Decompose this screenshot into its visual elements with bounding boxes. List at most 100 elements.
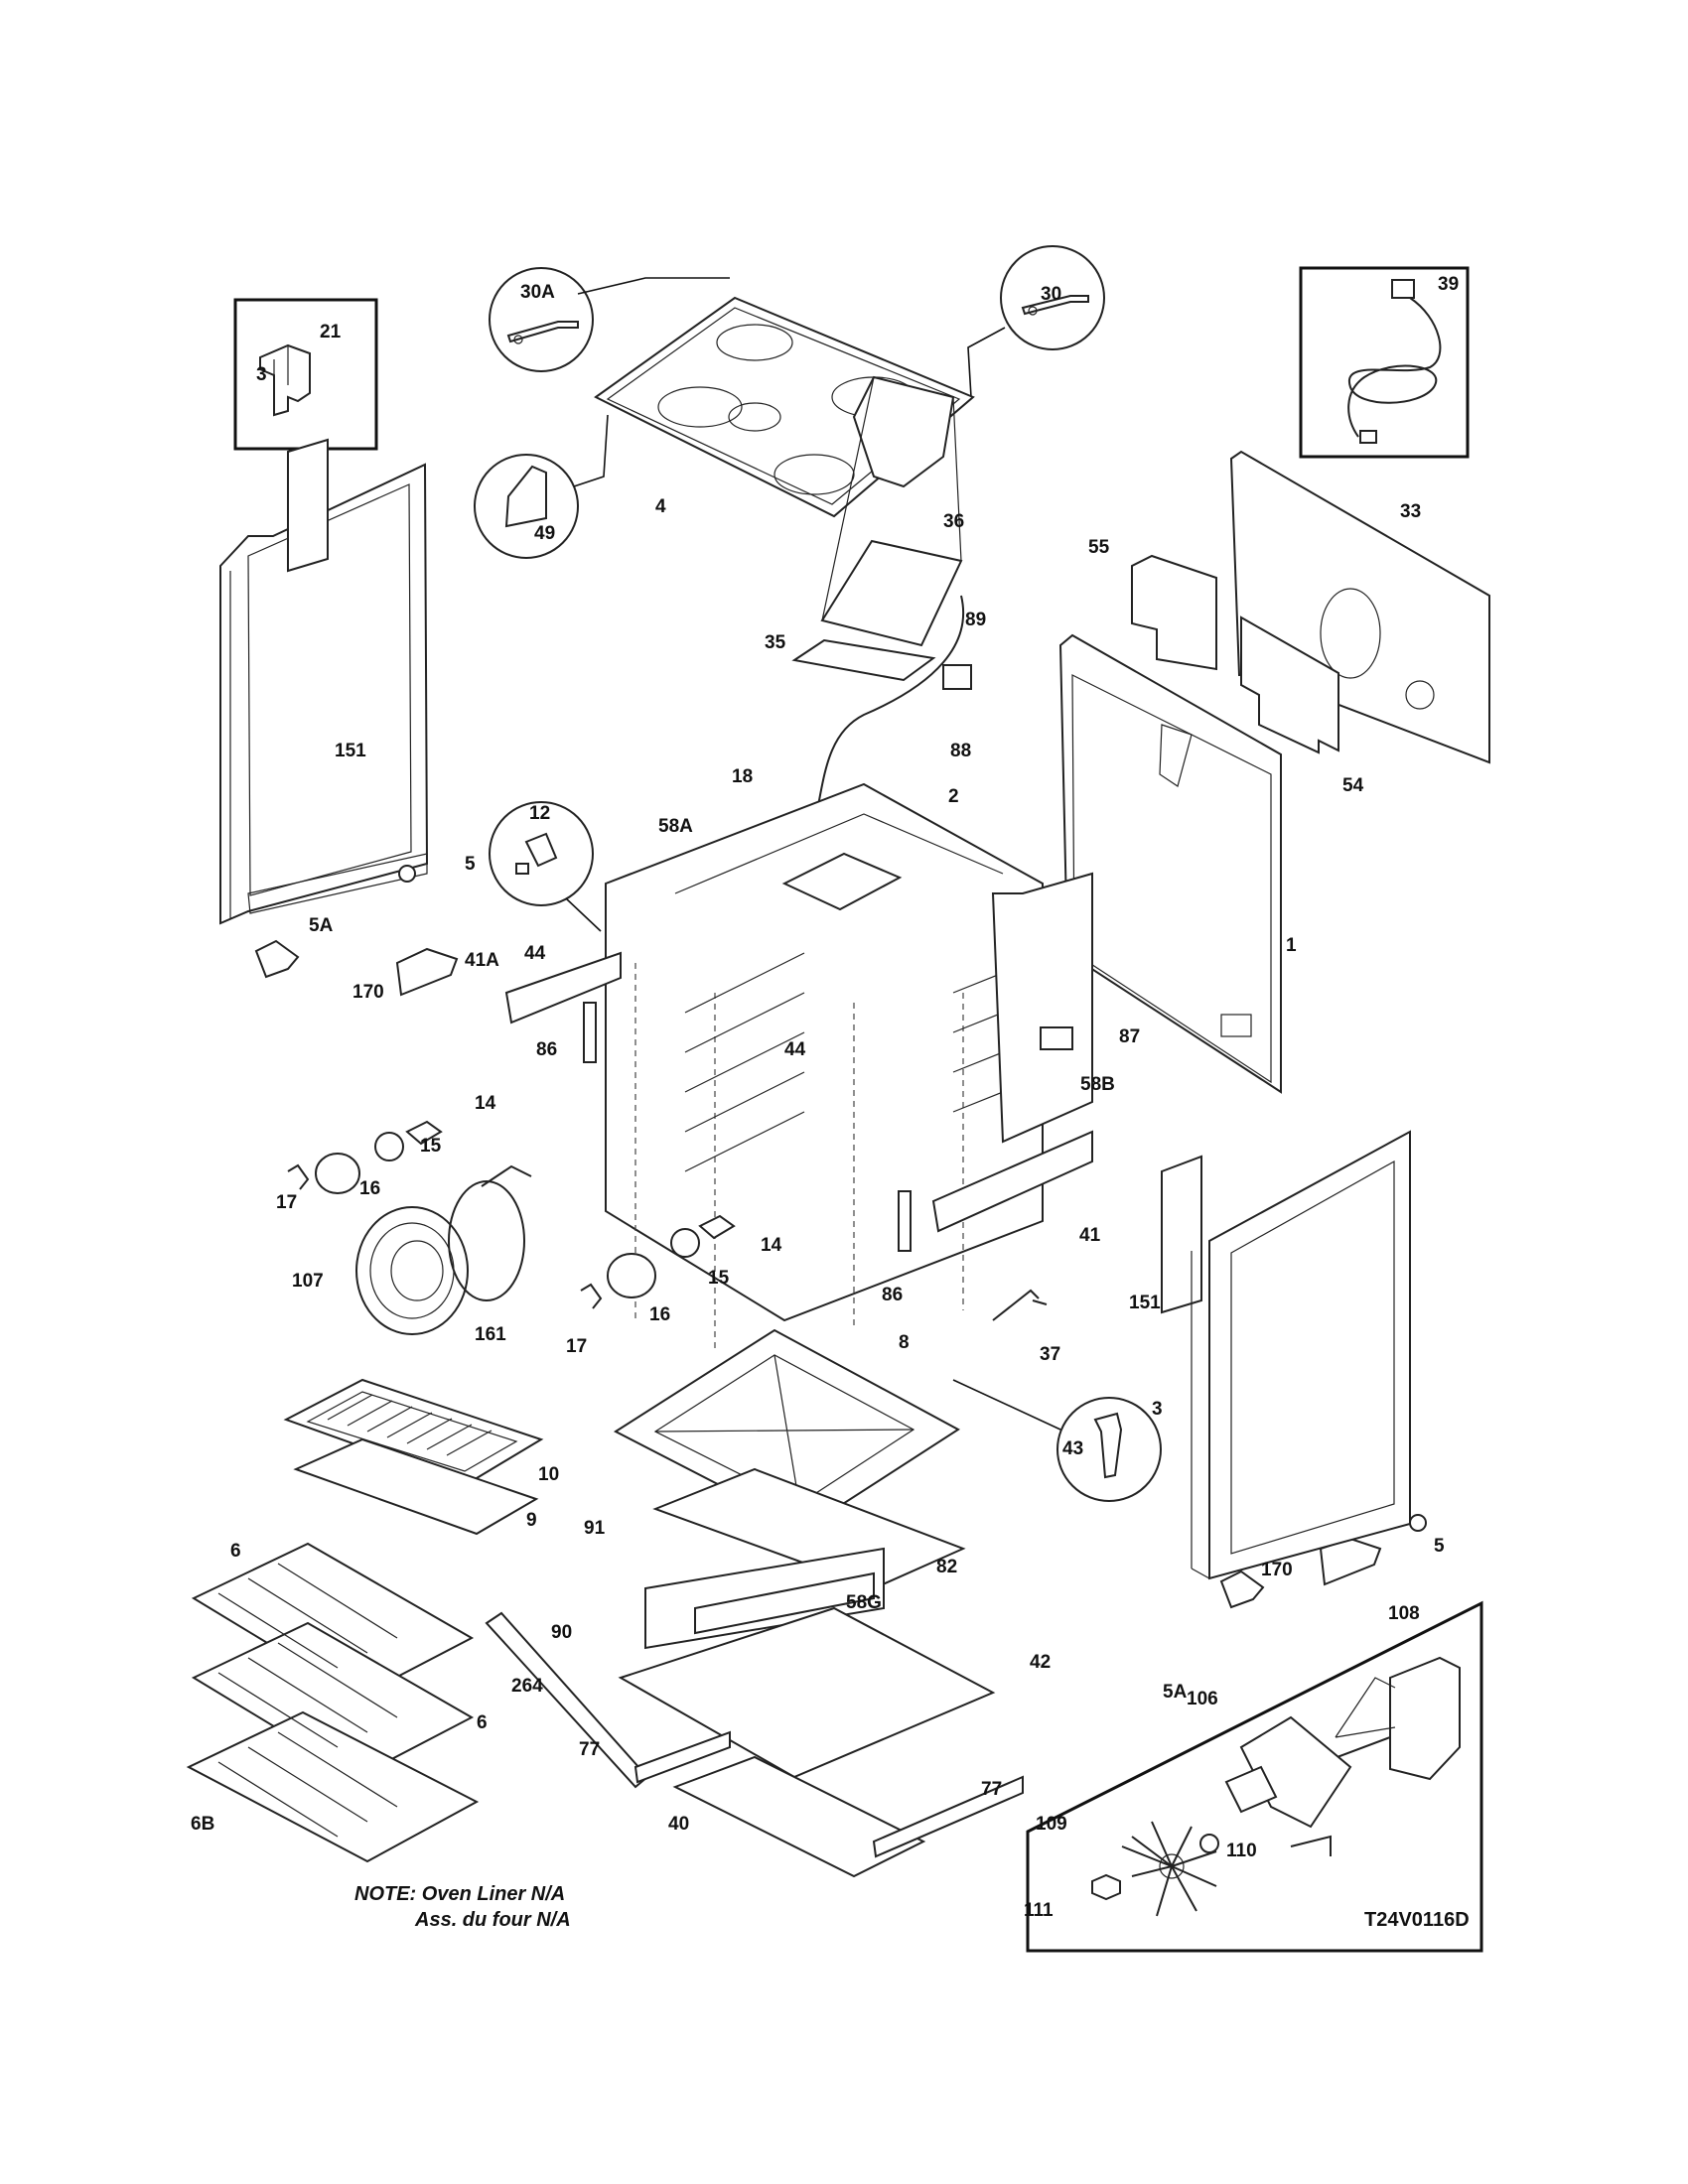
duct-36 (820, 375, 963, 647)
label-49: 49 (534, 523, 555, 544)
door-left-3 (219, 438, 429, 925)
wire-37 (992, 1289, 1048, 1321)
label-30: 30 (1041, 284, 1061, 305)
label-15-lower: 15 (708, 1268, 730, 1289)
convection-cover-107 (355, 1206, 469, 1335)
label-1: 1 (1286, 935, 1297, 956)
label-107: 107 (292, 1271, 324, 1292)
label-151-lower: 151 (1129, 1293, 1161, 1313)
label-40: 40 (668, 1814, 689, 1835)
label-2: 2 (948, 786, 959, 807)
door-right-3 (1191, 1130, 1411, 1580)
label-58G: 58G (846, 1592, 882, 1613)
label-4: 4 (655, 496, 666, 517)
label-44-center: 44 (784, 1039, 806, 1060)
label-55: 55 (1088, 537, 1110, 558)
fan-motor-108 (1310, 1656, 1461, 1781)
oven-racks-6 (186, 1542, 480, 1863)
rack-support-41 (931, 1130, 1093, 1233)
drawer-liner-42 (618, 1606, 996, 1779)
label-41A: 41A (465, 950, 499, 971)
label-37: 37 (1040, 1344, 1060, 1365)
fan-blade-109 (1121, 1821, 1217, 1917)
callout-circle-30A (489, 267, 730, 372)
label-16-lower: 16 (649, 1304, 670, 1325)
label-151-upper: 151 (335, 741, 366, 761)
label-6B: 6B (191, 1814, 214, 1835)
probe-12 (489, 801, 602, 932)
drawer-bottom-40 (672, 1755, 926, 1878)
label-91: 91 (584, 1518, 606, 1539)
label-6-lower: 6 (477, 1712, 488, 1733)
screws-5 (398, 865, 1427, 1532)
part-labels: 30A 30 39 21 3 4 49 36 33 55 35 89 151 8… (191, 274, 1459, 1921)
hinge-170 (395, 947, 1382, 1586)
bracket-106 (1224, 1715, 1352, 1856)
label-170-right: 170 (1261, 1560, 1293, 1580)
label-110: 110 (1226, 1841, 1257, 1861)
label-16-upper: 16 (359, 1178, 380, 1199)
gasket-161 (448, 1164, 532, 1301)
label-42: 42 (1030, 1652, 1051, 1673)
callout-circle-43 (952, 1379, 1162, 1502)
label-3-lower: 3 (1152, 1399, 1163, 1420)
lamp-assembly-lower (580, 1214, 736, 1309)
label-21: 21 (320, 322, 342, 342)
callout-circle-30 (967, 245, 1105, 398)
label-17-upper: 17 (276, 1192, 297, 1213)
rear-wall-1 (1058, 633, 1282, 1094)
label-9: 9 (526, 1510, 537, 1531)
note-line-2: Ass. du four N/A (414, 1909, 571, 1931)
label-109: 109 (1036, 1814, 1067, 1835)
label-43: 43 (1062, 1438, 1083, 1459)
label-54: 54 (1342, 775, 1364, 796)
gasket-35 (791, 638, 936, 682)
panel-54 (1240, 615, 1339, 754)
label-35: 35 (765, 632, 786, 653)
label-89: 89 (965, 610, 986, 630)
label-30A: 30A (520, 282, 555, 303)
inset-box-39 (1299, 266, 1470, 459)
label-44-left: 44 (524, 943, 546, 964)
label-86-lower: 86 (882, 1285, 903, 1305)
label-8: 8 (899, 1332, 910, 1353)
drawer-front-58G (644, 1547, 885, 1650)
label-41: 41 (1079, 1225, 1101, 1246)
label-90: 90 (551, 1622, 572, 1643)
diagram-code: T24V0116D (1364, 1909, 1470, 1931)
hinge-receivers-5A (254, 939, 1265, 1609)
label-39: 39 (1438, 274, 1459, 295)
label-5A-right: 5A (1163, 1682, 1188, 1703)
oven-body-58 (605, 782, 1093, 1350)
label-17-lower: 17 (566, 1336, 587, 1357)
brackets-86 (583, 1002, 912, 1252)
washer-110 (1199, 1834, 1219, 1853)
wire-harness-88 (813, 595, 972, 825)
lamp-assembly-upper (287, 1120, 443, 1194)
label-6-upper: 6 (230, 1541, 241, 1562)
drawer-slides-77 (633, 1730, 1024, 1858)
label-3-upper: 3 (256, 364, 267, 385)
label-12: 12 (529, 803, 550, 824)
label-14-upper: 14 (475, 1093, 496, 1114)
label-170-left: 170 (352, 982, 384, 1003)
label-36: 36 (943, 511, 964, 532)
bracket-55 (1131, 554, 1217, 671)
label-5-right: 5 (1434, 1536, 1445, 1557)
label-106: 106 (1187, 1689, 1218, 1709)
label-86-upper: 86 (536, 1039, 557, 1060)
label-82: 82 (936, 1557, 957, 1577)
label-33: 33 (1400, 501, 1421, 522)
callout-circle-49 (474, 414, 609, 559)
label-5A-left: 5A (309, 915, 334, 936)
label-15-upper: 15 (420, 1136, 442, 1157)
label-10: 10 (538, 1464, 559, 1485)
label-77-left: 77 (579, 1739, 600, 1760)
bracket-87 (1040, 1026, 1073, 1050)
label-88: 88 (950, 741, 971, 761)
nut-111 (1091, 1873, 1121, 1901)
label-5-left: 5 (465, 854, 476, 875)
bracket-151-right (1161, 1155, 1202, 1314)
note-line-1: NOTE: Oven Liner N/A (354, 1883, 565, 1905)
